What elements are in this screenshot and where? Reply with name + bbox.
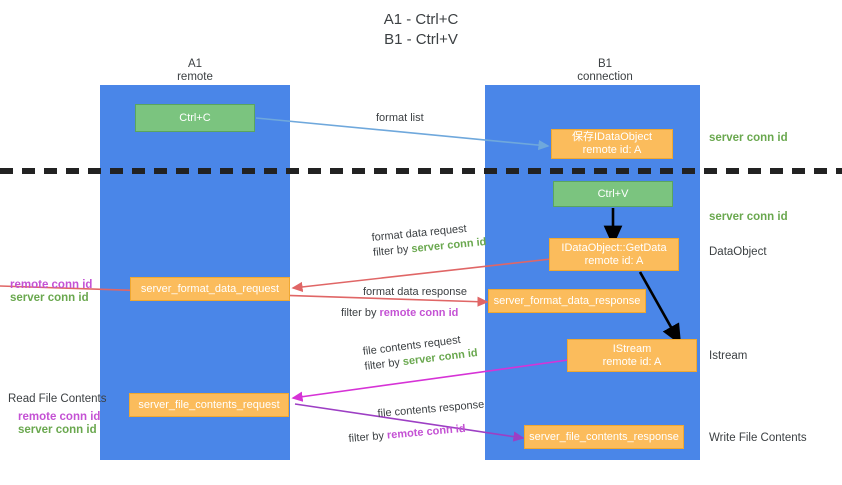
box-server-file-contents-response[interactable]: server_file_contents_response bbox=[524, 425, 684, 449]
filter-prefix-3: filter by bbox=[363, 356, 404, 373]
box-server-format-data-request[interactable]: server_format_data_request bbox=[130, 277, 290, 301]
arrow-label-file-contents-response-filter: filter by remote conn id bbox=[348, 422, 466, 447]
column-header-b1-name: B1 bbox=[597, 58, 613, 70]
left-label-remote-conn-id-1: remote conn id bbox=[10, 279, 93, 291]
arrow-label-format-list: format list bbox=[376, 112, 424, 124]
filter-value-4: remote conn id bbox=[386, 422, 467, 442]
box-server-file-contents-response-label: server_file_contents_response bbox=[529, 430, 679, 443]
right-label-write-file-contents: Write File Contents bbox=[709, 432, 807, 444]
column-header-a1: A1 remote bbox=[105, 58, 285, 84]
box-idataobject-store-line2: remote id: A bbox=[582, 144, 642, 156]
left-label-server-conn-id-1: server conn id bbox=[10, 292, 89, 304]
box-ctrl-c-label: Ctrl+C bbox=[179, 111, 211, 124]
box-istream-line2: remote id: A bbox=[602, 355, 662, 368]
box-ctrl-v[interactable]: Ctrl+V bbox=[553, 181, 673, 207]
column-header-a1-name: A1 bbox=[187, 58, 203, 70]
arrow-label-file-contents-request: file contents request filter by server c… bbox=[362, 331, 479, 375]
arrow-label-file-contents-response: file contents response bbox=[377, 398, 485, 422]
box-server-format-data-response-label: server_format_data_response bbox=[493, 294, 641, 307]
arrow-label-format-data-response: format data response bbox=[363, 285, 467, 300]
box-server-format-data-request-label: server_format_data_request bbox=[140, 282, 280, 295]
box-idataobject-getdata-line2: remote id: A bbox=[584, 254, 644, 267]
box-server-format-data-response[interactable]: server_format_data_response bbox=[488, 289, 646, 313]
title-line-1: A1 - Ctrl+C bbox=[383, 11, 459, 28]
arrow-label-format-data-response-filter: filter by remote conn id bbox=[341, 306, 458, 321]
page-title: A1 - Ctrl+C B1 - Ctrl+V bbox=[0, 10, 842, 50]
box-istream[interactable]: IStream remote id: A bbox=[567, 339, 697, 372]
box-server-file-contents-request-label: server_file_contents_request bbox=[138, 398, 280, 411]
filter-prefix-4: filter by bbox=[348, 429, 388, 445]
column-header-b1: B1 connection bbox=[515, 58, 695, 84]
box-ctrl-v-label: Ctrl+V bbox=[597, 187, 629, 200]
box-server-file-contents-request[interactable]: server_file_contents_request bbox=[129, 393, 289, 417]
arrow-label-format-data-response-line1: format data response bbox=[363, 286, 467, 298]
box-idataobject-store-line1: 保存IDataObject bbox=[571, 131, 653, 143]
left-label-read-file-contents: Read File Contents bbox=[8, 393, 107, 405]
box-ctrl-c[interactable]: Ctrl+C bbox=[135, 104, 255, 132]
right-label-server-conn-id-1: server conn id bbox=[709, 132, 788, 144]
box-idataobject-getdata-line1: IDataObject::GetData bbox=[561, 241, 667, 254]
right-label-server-conn-id-2: server conn id bbox=[709, 211, 788, 223]
column-header-b1-sub: connection bbox=[577, 71, 633, 83]
box-idataobject-getdata[interactable]: IDataObject::GetData remote id: A bbox=[549, 238, 679, 271]
filter-prefix-1: filter by bbox=[372, 243, 413, 259]
right-label-dataobject: DataObject bbox=[709, 246, 767, 258]
left-label-remote-conn-id-2: remote conn id bbox=[18, 411, 101, 423]
box-idataobject-store[interactable]: 保存IDataObject remote id: A bbox=[551, 129, 673, 159]
filter-value-2: remote conn id bbox=[379, 307, 459, 319]
arrow-label-format-data-request: format data request filter by server con… bbox=[371, 220, 487, 261]
column-header-a1-sub: remote bbox=[177, 71, 213, 83]
title-line-2: B1 - Ctrl+V bbox=[384, 31, 458, 48]
left-label-server-conn-id-2: server conn id bbox=[18, 424, 97, 436]
arrow-label-file-contents-response-line1: file contents response bbox=[377, 398, 485, 420]
filter-prefix-2: filter by bbox=[341, 307, 380, 319]
box-istream-line1: IStream bbox=[612, 342, 652, 355]
right-label-istream: Istream bbox=[709, 350, 748, 362]
